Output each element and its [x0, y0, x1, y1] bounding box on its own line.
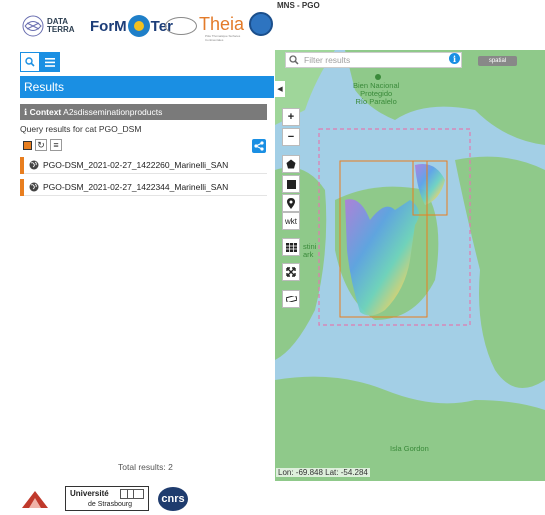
- polygon-icon: [286, 159, 296, 169]
- left-fragment1: stini: [303, 242, 317, 251]
- refresh-button[interactable]: ↻: [35, 139, 47, 151]
- data-terra-line1: DATA: [47, 17, 69, 26]
- total-results: Total results: 2: [118, 462, 173, 472]
- formater-globe-icon: [127, 15, 150, 37]
- results-title: Results: [20, 76, 274, 98]
- result-label: PGO-DSM_2021-02-27_1422260_Marinelli_SAN: [43, 160, 229, 170]
- wkt-button[interactable]: wkt: [282, 212, 300, 230]
- park-line2: Protegido: [360, 89, 393, 98]
- globe-icon: [29, 160, 39, 170]
- map-view[interactable]: Bien Nacional Protegido Río Paralelo sti…: [275, 50, 545, 481]
- globe-icon: [29, 182, 39, 192]
- spatial-filter-button[interactable]: spatial: [478, 56, 517, 66]
- filter-input[interactable]: [304, 54, 434, 66]
- cnrs-logo: cnrs: [158, 487, 188, 511]
- search-tab[interactable]: [20, 52, 40, 72]
- left-fragment2: ark: [303, 250, 314, 259]
- theia-text: Theia: [199, 14, 245, 34]
- data-terra-logo: DATA TERRA: [22, 14, 112, 38]
- menu-icon: ≡: [53, 140, 59, 150]
- map-label-left: stini ark: [303, 243, 316, 259]
- coordinates-readout: Lon: -69.848 Lat: -54.284: [276, 468, 370, 477]
- share-icon: [254, 141, 264, 151]
- filter-info-icon[interactable]: i: [449, 53, 460, 64]
- data-terra-line2: TERRA: [47, 25, 75, 34]
- context-bar: ℹ︎ Context A2sdisseminationproducts: [20, 104, 267, 120]
- park-line1: Bien Nacional: [353, 81, 400, 90]
- layers-button[interactable]: [282, 238, 300, 256]
- formater-logo: ForM Ter: [90, 13, 173, 39]
- select-all-button[interactable]: [21, 139, 33, 151]
- zoom-in-button[interactable]: +: [282, 108, 300, 126]
- data-terra-swirl-icon: [22, 15, 44, 37]
- chevron-left-icon: ◀: [277, 86, 283, 93]
- context-label: Context: [29, 107, 62, 117]
- list-view-button[interactable]: ≡: [50, 139, 62, 151]
- refresh-icon: ↻: [37, 139, 45, 150]
- orange-square-icon: [22, 140, 32, 150]
- collapse-panel-button[interactable]: ◀: [275, 81, 285, 97]
- result-item-2[interactable]: PGO-DSM_2021-02-27_1422344_Marinelli_SAN: [20, 178, 267, 196]
- draw-polygon-button[interactable]: [282, 155, 300, 173]
- layers-icon: [285, 242, 297, 252]
- park-line3: Río Paralelo: [355, 97, 397, 106]
- formater-left-text: ForM: [90, 17, 127, 35]
- unistra-bars-icon: [120, 489, 144, 499]
- unistra-line1: Université: [70, 489, 109, 498]
- measure-button[interactable]: [282, 290, 300, 308]
- map-label-park: Bien Nacional Protegido Río Paralelo: [353, 82, 399, 106]
- filter-box: [285, 52, 462, 68]
- query-text: Query results for cat PGO_DSM: [20, 124, 142, 134]
- draw-rectangle-button[interactable]: [282, 175, 300, 193]
- unistra-logo: Université de Strasbourg: [65, 486, 149, 511]
- result-label: PGO-DSM_2021-02-27_1422344_Marinelli_SAN: [43, 182, 229, 192]
- zoom-out-button[interactable]: −: [282, 128, 300, 146]
- results-tab[interactable]: [40, 52, 60, 72]
- header: DATA TERRA ForM Ter Theia Pôle Thématiqu…: [0, 0, 545, 50]
- filter-search-icon: [289, 55, 299, 65]
- map-pin-icon: [287, 197, 295, 209]
- list-icon: [45, 57, 55, 67]
- ruler-icon: [285, 296, 297, 302]
- fullscreen-button[interactable]: [282, 263, 300, 281]
- draw-point-button[interactable]: [282, 194, 300, 212]
- theia-subtitle: Pôle Thématique Surfaces Continentales: [205, 34, 241, 42]
- result-marker: [20, 156, 24, 174]
- share-button[interactable]: [252, 139, 266, 153]
- result-item-1[interactable]: PGO-DSM_2021-02-27_1422260_Marinelli_SAN: [20, 156, 267, 174]
- theia-logo: Theia Pôle Thématique Surfaces Continent…: [165, 12, 255, 42]
- map-label-island: Isla Gordon: [390, 444, 429, 453]
- context-value: A2sdisseminationproducts: [63, 107, 163, 117]
- info-icon: ℹ︎: [24, 107, 28, 117]
- square-icon: [286, 179, 296, 189]
- search-icon: [25, 57, 35, 67]
- earth-logo-icon: [249, 12, 273, 36]
- app-title: MNS - PGO: [277, 1, 320, 10]
- result-marker: [20, 178, 24, 196]
- unistra-line2: de Strasbourg: [88, 501, 132, 508]
- map-canvas: [275, 50, 545, 481]
- a2s-logo: [20, 488, 50, 510]
- theia-eye-icon: [165, 17, 197, 35]
- expand-icon: [286, 267, 296, 277]
